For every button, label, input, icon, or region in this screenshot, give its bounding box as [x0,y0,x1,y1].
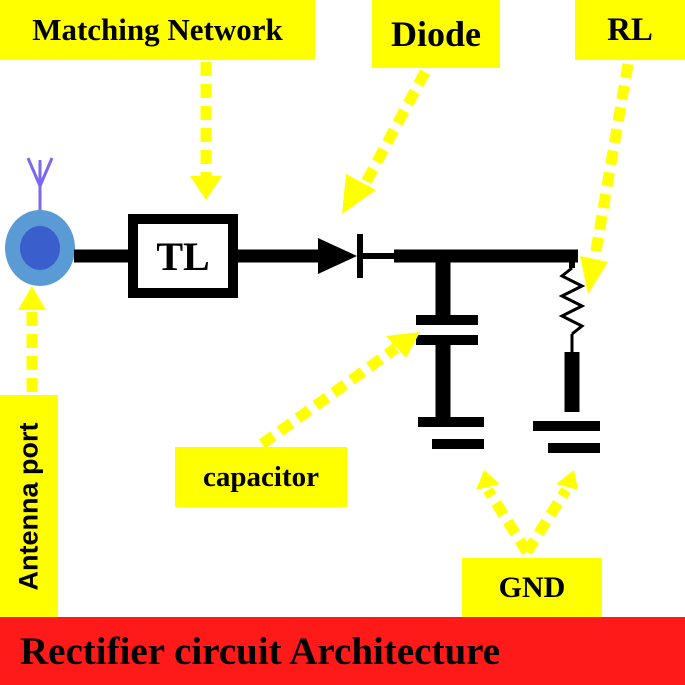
arrow-diode [359,69,430,189]
arrowhead-antenna-port [18,286,46,310]
arrowhead-gnd-right [556,470,578,490]
arrow-gnd-right [522,487,571,555]
antenna-port-text: Antenna port [13,422,44,590]
arrow-capacitor [258,343,400,449]
rl-label: RL [575,0,685,60]
arrowhead-rl [580,256,608,294]
arrowhead-diode [342,174,376,214]
ground-symbol-left [418,417,484,449]
diode-label: Diode [372,0,500,68]
gnd-label: GND [462,558,602,618]
page-title: Rectifier circuit Architecture [20,629,501,673]
arrow-gnd-left [483,487,532,555]
tl-block-label: TL [156,233,210,279]
diode-symbol [318,234,396,278]
title-bar: Rectifier circuit Architecture [0,617,685,685]
capacitor-symbol [416,256,478,420]
resistor-symbol [558,256,586,412]
antenna-port-label: Antenna port [0,395,58,617]
capacitor-label: capacitor [175,447,347,507]
arrowhead-gnd-left [476,470,500,490]
matching-network-label: Matching Network [0,0,315,60]
tl-block [128,214,238,298]
ground-symbol-right [533,421,600,453]
arrowhead-matching-network [190,176,222,200]
antenna-icon [5,157,75,286]
arrow-rl [588,63,634,263]
arrowhead-capacitor [386,332,420,358]
